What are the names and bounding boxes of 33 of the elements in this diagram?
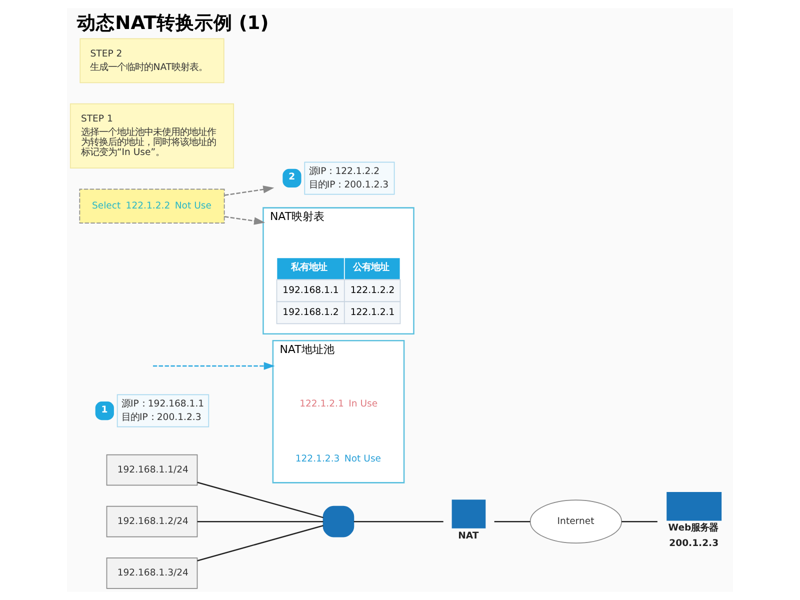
node-text: 122.1.2.1 In Use (300, 398, 378, 410)
connector (354, 520, 444, 522)
label: 公有地址 (352, 262, 389, 274)
connector (494, 520, 530, 522)
node-box: 192.168.1.1/24 (106, 454, 198, 486)
node-box: Select 122.1.2.2 Not Use (79, 188, 225, 224)
label: 192.168.1.2 (282, 307, 339, 318)
label: 私有地址 (291, 262, 328, 274)
label: 122.1.2.2 (350, 285, 395, 296)
connector (622, 520, 658, 522)
arrow (152, 362, 275, 370)
label: 192.168.1.1 (282, 285, 339, 296)
node-label: NAT (458, 530, 479, 542)
node-label: 1 (101, 404, 108, 416)
node-box: 192.168.1.2/24 (106, 506, 198, 538)
connector (197, 525, 324, 562)
node-ellipse: Internet (530, 500, 622, 544)
node-label: 200.1.2.3 (669, 538, 719, 549)
label: 122.1.2.1 (350, 307, 395, 318)
node-box (452, 500, 486, 528)
node-box (666, 492, 722, 521)
node-box: 192.168.1.3/24 (106, 558, 198, 589)
arrow (224, 186, 274, 196)
connector (197, 520, 324, 522)
node-box: STEP 1 选择一个地址池中未使用的地址作为转换后的地址，同时将该地址的标记变为“In Use”。 (70, 103, 234, 168)
connector (197, 482, 324, 518)
node-box (322, 506, 354, 538)
node-box: STEP 2 生成一个临时的NAT映射表。 (80, 38, 224, 84)
diagram-title: 动态NAT转换示例 (1) (77, 13, 269, 34)
arrow (224, 216, 266, 225)
node-label: 2 (288, 172, 296, 183)
node-text: 122.1.2.3 Not Use (295, 453, 382, 464)
node-label: Web服务器 (668, 522, 718, 534)
